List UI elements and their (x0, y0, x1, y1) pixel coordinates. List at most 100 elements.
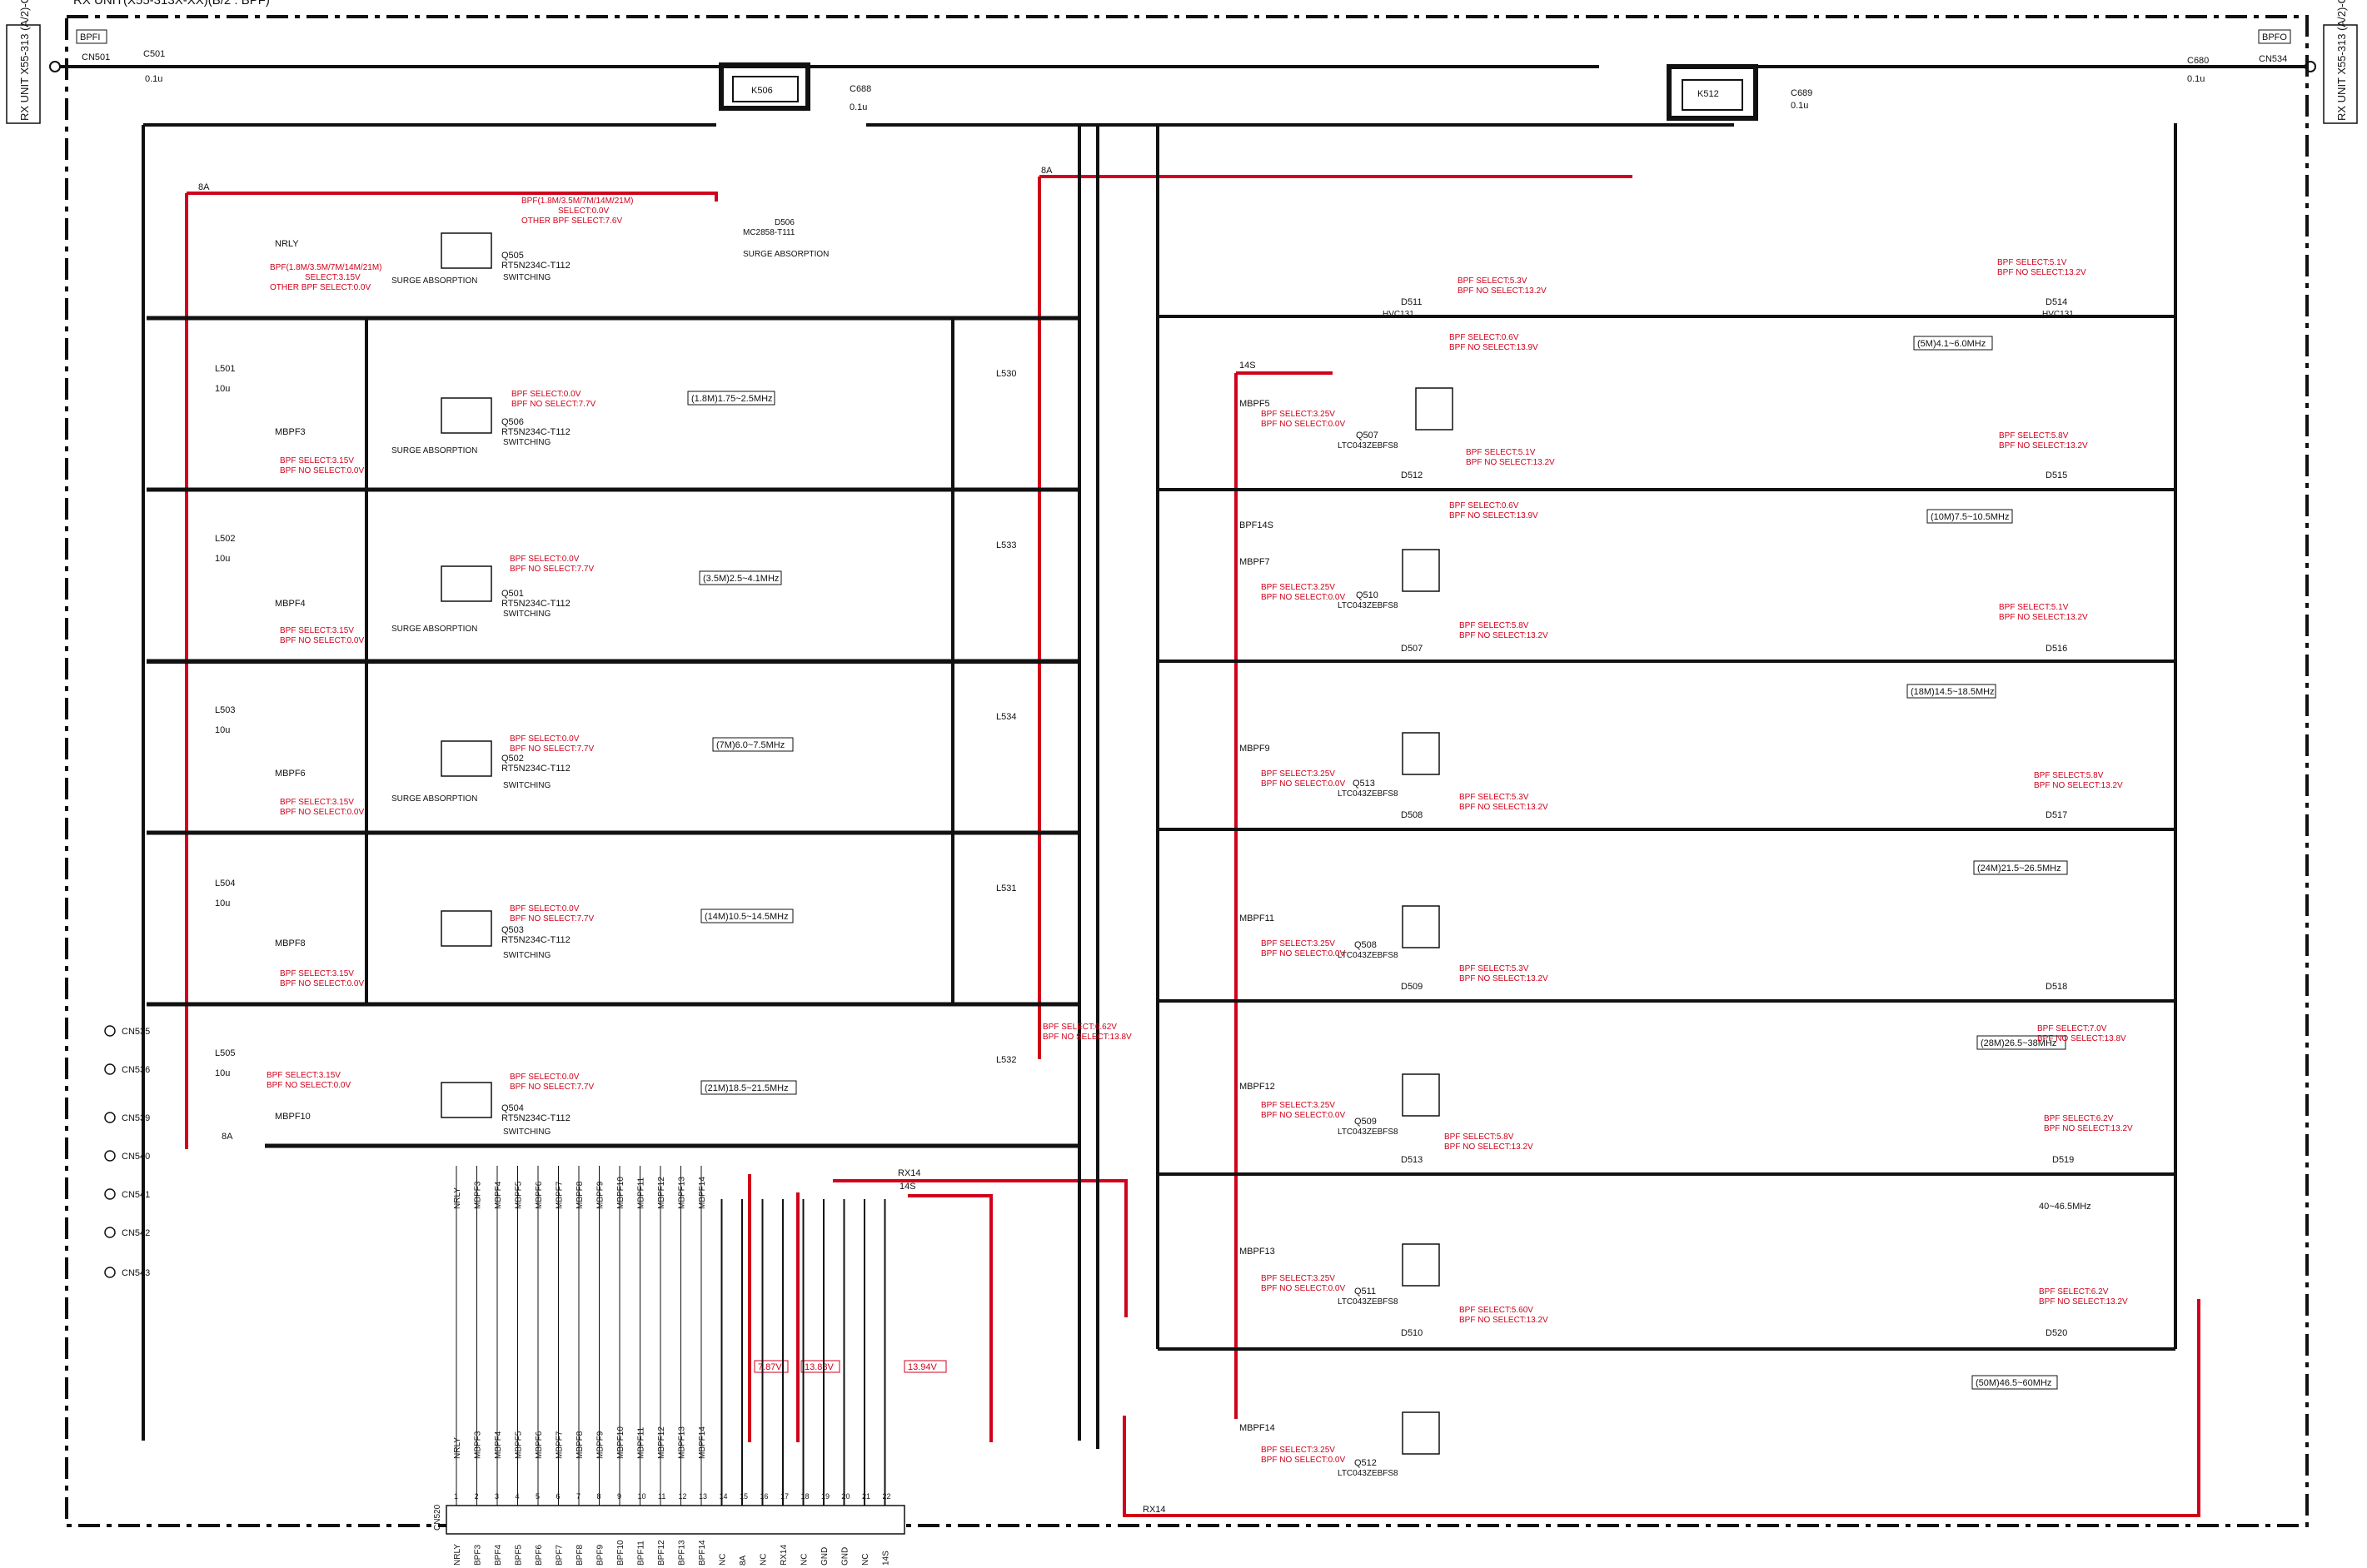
svg-text:(24M)21.5~26.5MHz: (24M)21.5~26.5MHz (1977, 864, 2061, 874)
cn520-pin-number: 13 (699, 1492, 707, 1501)
right-band-7: (50M)46.5~60MHz D510 D520 BPF SELECT:5.6… (1239, 1287, 2128, 1468)
svg-text:BPF SELECT:0.6V: BPF SELECT:0.6V (1449, 501, 1519, 510)
svg-text:L530: L530 (996, 369, 1016, 379)
left-unit-label: RX UNIT X55-313 (A/2)-CN11 (6, 0, 41, 124)
svg-text:MC2858-T111: MC2858-T111 (743, 228, 795, 237)
cn520-net-label: MBPF14 (698, 1426, 707, 1459)
svg-text:BPF SELECT:0.0V: BPF SELECT:0.0V (510, 555, 580, 564)
cn520-pin-label: NC (861, 1554, 870, 1566)
svg-text:D518: D518 (2046, 982, 2067, 992)
cn534-label: CN534 (2259, 54, 2287, 64)
cn520-pin-number: 2 (475, 1492, 479, 1501)
left-band-5: L505 10u (21M)18.5~21.5MHz MBPF10 L532 Q… (215, 1048, 1016, 1123)
left-band-1: L501 10u (1.8M)1.75~2.5MHz MBPF3 L530 Q5… (215, 364, 1016, 437)
cn520-pin-number: 4 (516, 1492, 520, 1501)
svg-text:Q506: Q506 (501, 417, 524, 427)
svg-text:Q508: Q508 (1354, 940, 1377, 950)
cn520-pin-label: NC (760, 1554, 769, 1566)
cn520-pin-number: 20 (842, 1492, 850, 1501)
svg-text:BPF SELECT:5.3V: BPF SELECT:5.3V (1459, 793, 1529, 802)
bpfi-label: BPFI (80, 32, 100, 42)
cn520-net-label: MBPF13 (678, 1426, 687, 1459)
svg-text:BPF NO SELECT:0.0V: BPF NO SELECT:0.0V (280, 979, 364, 988)
cn520-pin-label: BPF9 (596, 1545, 605, 1566)
svg-text:L531: L531 (996, 884, 1016, 894)
right-control-notes: HVC131 HVC131 LTC043ZEBFS8 LTC043ZEBFS8 … (1239, 310, 2074, 1478)
cn520-pin-number: 6 (556, 1492, 561, 1501)
svg-text:MBPF3: MBPF3 (275, 427, 306, 437)
svg-text:(28M)26.5~38MHz: (28M)26.5~38MHz (1981, 1038, 2056, 1048)
svg-text:K512: K512 (1697, 89, 1719, 99)
svg-text:40~46.5MHz: 40~46.5MHz (2039, 1202, 2091, 1212)
svg-text:BPF NO SELECT:13.2V: BPF NO SELECT:13.2V (1458, 286, 1547, 296)
cn520-net-label: MBPF3 (474, 1431, 483, 1459)
svg-text:CN535: CN535 (122, 1027, 150, 1037)
svg-text:D506: D506 (775, 218, 795, 227)
cn520-net-label: MBPF6 (535, 1431, 544, 1459)
cn520-net-label: MBPF11 (637, 1426, 646, 1459)
svg-text:LTC043ZEBFS8: LTC043ZEBFS8 (1338, 951, 1398, 960)
svg-text:BPF NO SELECT:0.0V: BPF NO SELECT:0.0V (1261, 949, 1345, 958)
right-band-3: (18M)14.5~18.5MHz D507 D516 BPF SELECT:5… (1239, 603, 2088, 789)
svg-text:SWITCHING: SWITCHING (503, 781, 551, 790)
left-control-notes: Q505 RT5N234C-T112 BPF(1.8M/3.5M/7M/14M/… (267, 197, 1132, 1137)
svg-text:7.87V: 7.87V (758, 1362, 782, 1372)
svg-text:MBPF7: MBPF7 (1239, 557, 1270, 567)
svg-text:RT5N234C-T112: RT5N234C-T112 (501, 764, 571, 774)
svg-text:BPF NO SELECT:0.0V: BPF NO SELECT:0.0V (1261, 1284, 1345, 1293)
svg-text:BPF NO SELECT:0.0V: BPF NO SELECT:0.0V (267, 1081, 351, 1090)
svg-text:D508: D508 (1401, 810, 1423, 820)
svg-text:BPF NO SELECT:13.2V: BPF NO SELECT:13.2V (2039, 1297, 2128, 1307)
cn520-pin-label: BPF14 (698, 1540, 707, 1566)
cn520-bus (456, 1166, 886, 1506)
svg-text:Q511: Q511 (1354, 1287, 1376, 1297)
svg-text:BPF NO SELECT:7.7V: BPF NO SELECT:7.7V (510, 1083, 594, 1092)
svg-text:HVC131: HVC131 (2042, 310, 2074, 319)
cn-test-points: CN535 CN536 CN539 CN540 CN541 CN542 CN54… (104, 1025, 150, 1278)
cn520-net-label: MBPF8 (576, 1431, 585, 1459)
cn520-pin-label: BPF11 (637, 1541, 646, 1566)
cn520-pin-number: 15 (740, 1492, 748, 1501)
svg-text:BPF SELECT:5.8V: BPF SELECT:5.8V (2034, 771, 2104, 780)
vcc-feed (748, 1174, 993, 1442)
svg-text:BPF NO SELECT:0.0V: BPF NO SELECT:0.0V (280, 466, 364, 475)
svg-text:(21M)18.5~21.5MHz: (21M)18.5~21.5MHz (705, 1083, 789, 1093)
svg-text:BPF SELECT:0.0V: BPF SELECT:0.0V (510, 904, 580, 913)
c680-value: 0.1u (2187, 74, 2205, 84)
svg-text:LTC043ZEBFS8: LTC043ZEBFS8 (1338, 1297, 1398, 1307)
svg-text:OTHER BPF SELECT:0.0V: OTHER BPF SELECT:0.0V (270, 283, 371, 292)
svg-text:CN542: CN542 (122, 1228, 150, 1238)
svg-text:BPF NO SELECT:13.2V: BPF NO SELECT:13.2V (1466, 458, 1555, 467)
bpfi-box (76, 29, 107, 44)
svg-text:MBPF14: MBPF14 (1239, 1423, 1275, 1433)
svg-text:BPF SELECT:5.60V: BPF SELECT:5.60V (1459, 1306, 1533, 1315)
left-band-3: L503 10u (7M)6.0~7.5MHz MBPF6 L534 Q502 … (215, 705, 1016, 779)
cn520-pin-label: 8A (739, 1555, 748, 1566)
svg-text:OTHER BPF SELECT:7.6V: OTHER BPF SELECT:7.6V (521, 217, 622, 226)
cn520-pin-number: 9 (617, 1492, 621, 1501)
supply-8a-left (185, 192, 718, 1149)
right-band-5: (28M)26.5~38MHz D509 D518 BPF SELECT:5.3… (1239, 964, 2126, 1127)
svg-text:L501: L501 (215, 364, 235, 374)
cn520-net-label: MBPF5 (515, 1431, 524, 1459)
svg-text:CN540: CN540 (122, 1152, 150, 1162)
svg-text:BPF NO SELECT:13.2V: BPF NO SELECT:13.2V (1997, 268, 2086, 277)
svg-text:BPF NO SELECT:13.9V: BPF NO SELECT:13.9V (1449, 343, 1538, 352)
svg-text:BPF(1.8M/3.5M/7M/14M/21M): BPF(1.8M/3.5M/7M/14M/21M) (521, 197, 633, 206)
svg-text:BPF SELECT:3.15V: BPF SELECT:3.15V (280, 456, 354, 465)
svg-text:SELECT:3.15V: SELECT:3.15V (305, 273, 361, 282)
svg-text:BPF SELECT:5.8V: BPF SELECT:5.8V (1999, 431, 2069, 441)
cn520-pin-number: 19 (821, 1492, 830, 1501)
svg-text:MBPF13: MBPF13 (1239, 1247, 1275, 1257)
voltage-tags: 7.87V 13.88V 13.94V (754, 1360, 947, 1373)
left-band-4: L504 10u (14M)10.5~14.5MHz MBPF8 L531 Q5… (215, 879, 1016, 948)
svg-text:BPF NO SELECT:13.2V: BPF NO SELECT:13.2V (2034, 781, 2123, 790)
svg-text:BPF SELECT:3.25V: BPF SELECT:3.25V (1261, 939, 1335, 948)
svg-text:13.94V: 13.94V (908, 1362, 938, 1372)
svg-text:D512: D512 (1401, 470, 1423, 480)
svg-text:SWITCHING: SWITCHING (503, 438, 551, 447)
svg-text:BPF SELECT:3.25V: BPF SELECT:3.25V (1261, 769, 1335, 779)
cn520-net-label: MBPF11 (637, 1177, 646, 1209)
cn520-pin-label: BPF8 (576, 1545, 585, 1566)
